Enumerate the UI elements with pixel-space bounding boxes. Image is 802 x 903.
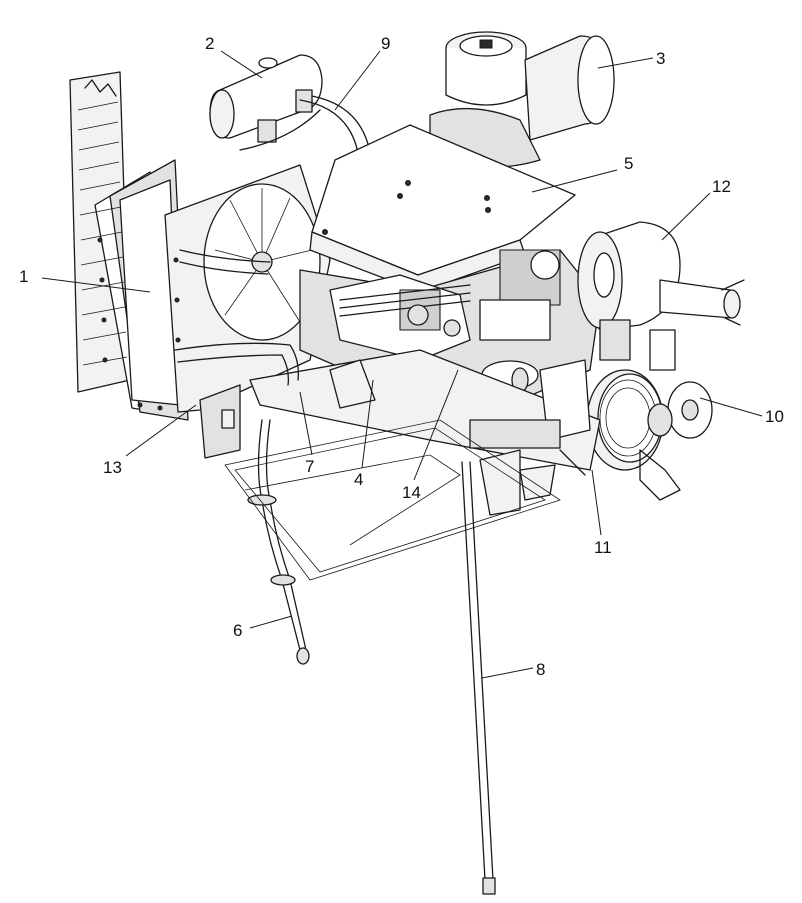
callout-3: 3: [656, 49, 665, 68]
lower-coolant-hose: [174, 249, 299, 386]
callout-13: 13: [103, 458, 122, 477]
callout-leaders: [41, 50, 763, 679]
callout-4: 4: [354, 470, 363, 489]
callout-labels: 1 2 3 4 5 6 7 8 9 10 11 12 13 14: [19, 34, 784, 679]
engine-cover: [309, 124, 576, 293]
drain-pipe: [247, 419, 310, 665]
base-plate-outline: [224, 419, 561, 581]
air-compressor: [577, 221, 745, 331]
callout-2: 2: [205, 34, 214, 53]
callout-11: 11: [594, 538, 612, 557]
engine-block: [299, 249, 601, 401]
callout-9: 9: [381, 34, 390, 53]
callout-12: 12: [712, 177, 731, 196]
drive-pulley: [586, 319, 713, 501]
callout-5: 5: [624, 154, 633, 173]
callout-10: 10: [765, 407, 784, 426]
radiator-bolts: [97, 237, 181, 411]
callout-14: 14: [402, 483, 421, 502]
callout-7: 7: [305, 457, 314, 476]
long-rod: [461, 461, 496, 895]
callout-8: 8: [536, 660, 545, 679]
radiator-fins: [77, 101, 128, 366]
engine-mount-frame: [199, 349, 601, 516]
air-filter: [429, 31, 615, 168]
expansion-tank: [209, 54, 323, 151]
callout-1: 1: [19, 267, 28, 286]
callout-6: 6: [233, 621, 242, 640]
